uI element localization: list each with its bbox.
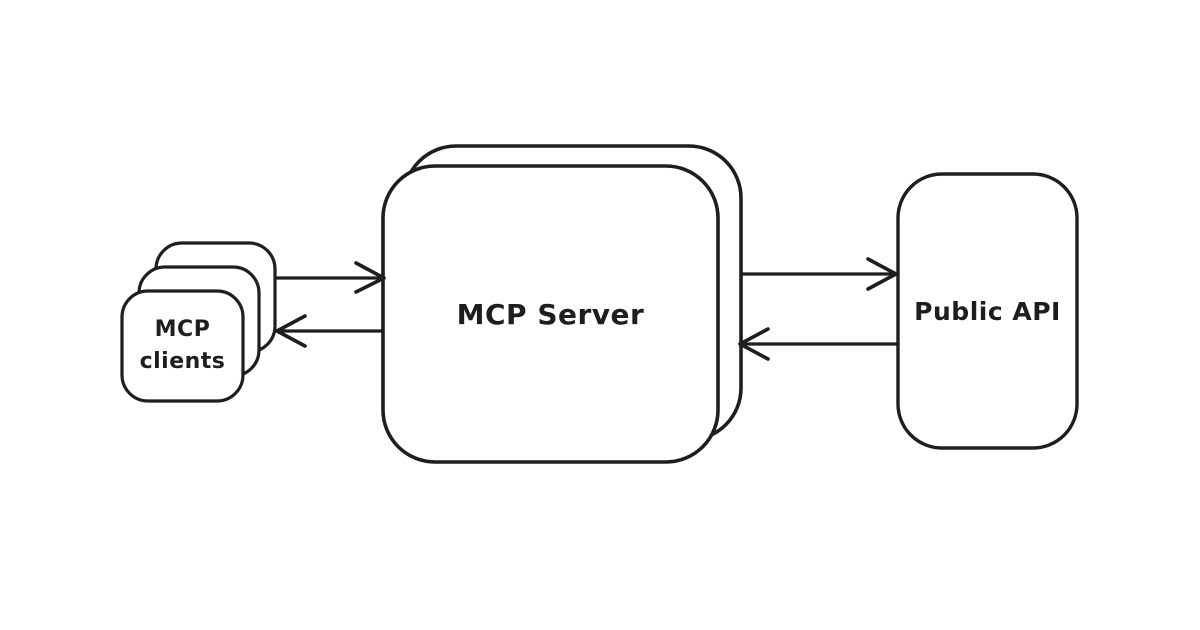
arrow-clients-to-server (275, 261, 386, 294)
node-mcp-clients-stack (120, 241, 277, 403)
arrow-server-to-api (740, 257, 898, 291)
mcp-clients-box-front (120, 289, 245, 403)
arrow-api-to-server (738, 327, 899, 361)
mcp-server-box-front (381, 164, 720, 464)
public-api-box (896, 172, 1079, 450)
node-mcp-server-stack (381, 144, 743, 464)
arrow-server-to-clients (275, 314, 385, 348)
